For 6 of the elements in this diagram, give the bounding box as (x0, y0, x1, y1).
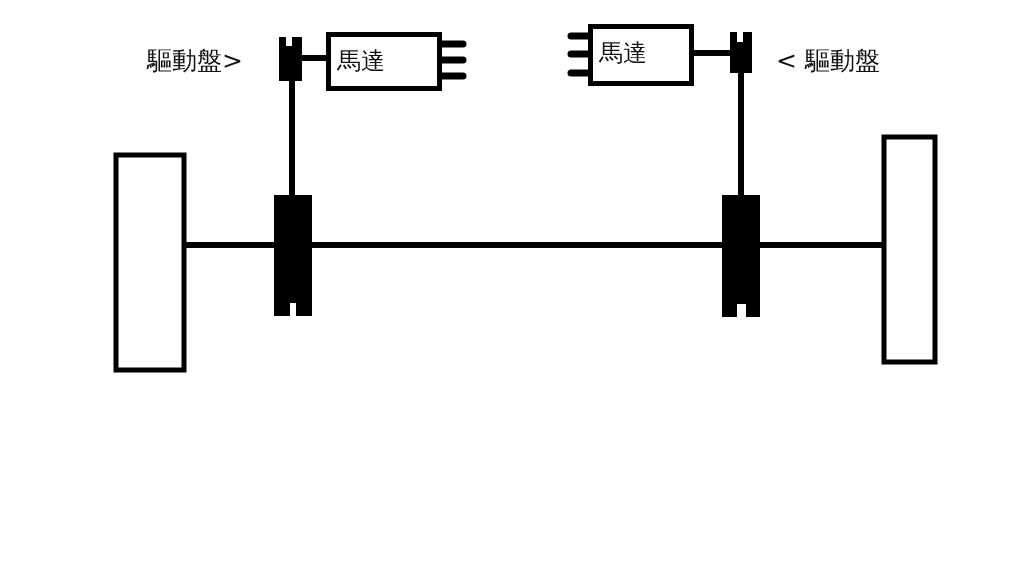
motor-label: 馬達 (599, 38, 647, 69)
part-label: < 驅動盤 (776, 45, 880, 77)
motor-box (588, 24, 694, 86)
motor-box (326, 32, 442, 91)
motor-label: 馬達 (337, 46, 385, 77)
part-label: 驅動盤> (147, 45, 243, 77)
